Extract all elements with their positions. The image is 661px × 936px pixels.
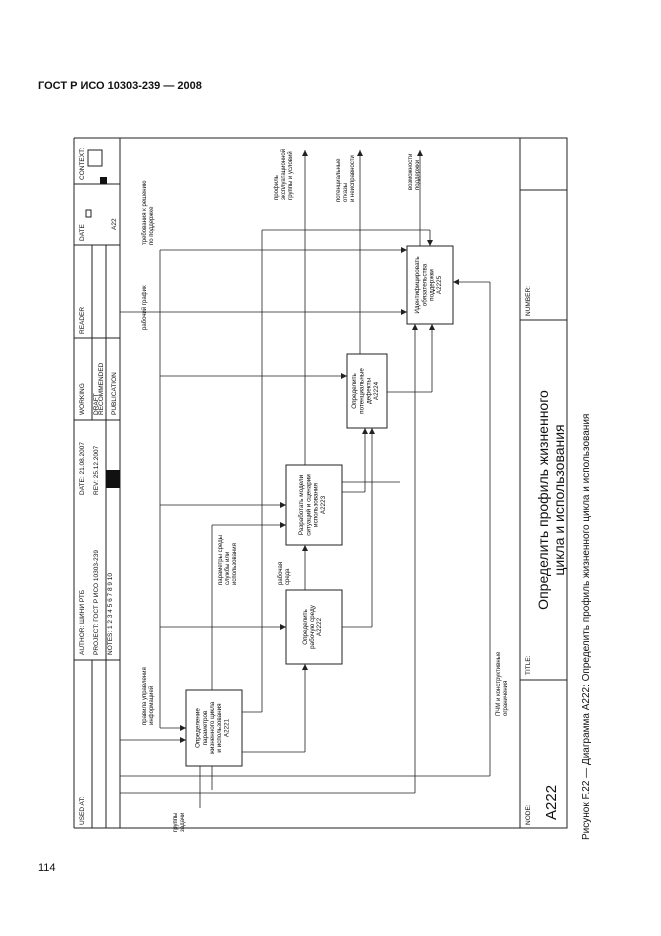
box-a2224: [346, 353, 388, 429]
frame-context-node: A22: [111, 218, 118, 230]
frame-node-value: A222: [543, 785, 560, 820]
arrow-label-out-env: рабочаясреда: [278, 562, 291, 585]
arrow-label-out-params: параметры средыслужбы илииспользования: [218, 535, 238, 585]
arrow-label-inp-groups: группызадачи: [173, 813, 186, 832]
frame-node-label: NODE:: [525, 804, 532, 825]
frame-context: CONTEXT:: [79, 148, 86, 180]
box-label-a2225: ИдентифицироватьобязательстваподдержкиA2…: [414, 256, 443, 314]
arrow-label-mech-tools: ПЧМ и конструктивныеограничения: [496, 651, 509, 716]
frame-author: AUTHOR: ШИНИ РТБ: [79, 590, 86, 655]
context-marker-icon: [100, 177, 107, 184]
frame-reader: READER: [79, 307, 86, 334]
frame-date: DATE: 21.08.2007: [79, 442, 86, 495]
document-header: ГОСТ Р ИСО 10303-239 — 2008: [38, 80, 202, 92]
frame-rev: REV: 25.12.2007: [93, 445, 100, 495]
box-label-a2222: Определитьрабочую средуA2222: [302, 604, 323, 649]
frame-title: Определить профиль жизненногоцикла и исп…: [535, 390, 567, 610]
arrow-label-out-profiles: профильэксплуатационнойгруппы и условий: [274, 149, 294, 200]
diagram-frame: [119, 137, 568, 829]
page-number: 114: [38, 862, 56, 874]
frame-reader-date: DATE: [79, 223, 86, 241]
frame-used-at: USED AT:: [79, 796, 86, 825]
frame-status-working: WORKING: [79, 383, 86, 415]
box-label-a2224: ОпределитьпотенциальныедефектыA2224: [351, 368, 380, 414]
box-label-a2221: Определениепараметровжизненного циклаи и…: [195, 701, 231, 754]
arrow-label-out-defects: потенциальныеотказыи неисправности: [336, 155, 356, 202]
publication-marker-icon: [106, 470, 120, 488]
frame-title-line: цикла и использования: [551, 424, 567, 575]
frame-status-draft: DRAFT: [93, 393, 100, 415]
frame-number-label: NUMBER:: [525, 286, 532, 316]
frame-title-line: Определить профиль жизненного: [535, 390, 551, 610]
figure-caption: Рисунок F.22 — Диаграмма A222: Определит…: [581, 413, 592, 840]
frame-status-recommended: RECOMMENDED: [98, 362, 105, 415]
arrow-label-ctl-info: правила управленияинформацией: [142, 667, 155, 725]
frame-notes: NOTES: 1 2 3 4 5 6 7 8 9 10: [107, 573, 114, 655]
frame-project: PROJECT: ГОСТ Р ИСО 10303-239: [93, 550, 100, 655]
box-label-a2223: Разработать моделиситуаций и сценарииисп…: [297, 474, 327, 536]
frame-title-label: TITLE:: [525, 655, 532, 675]
arrow-label-ctl-decisions: требования к решениюпо поддержке: [142, 180, 155, 245]
frame-status-publication: PUBLICATION: [111, 372, 118, 415]
arrow-label-ctl-schedule: рабочий график: [141, 285, 148, 330]
arrow-label-out-support: возможностиподдержки: [408, 154, 421, 190]
